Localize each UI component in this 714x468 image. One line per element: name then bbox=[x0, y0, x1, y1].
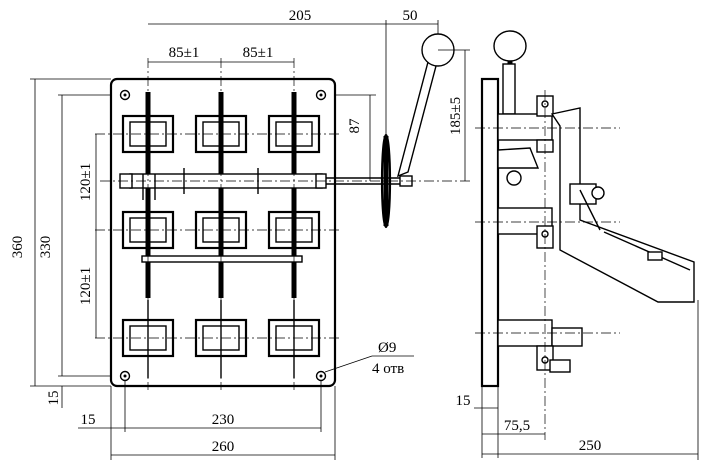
base-plate bbox=[109, 77, 337, 388]
dim-mount-height: 330 bbox=[38, 236, 54, 259]
dim-bottom-margin: 15 bbox=[46, 391, 62, 406]
front-view: 360 330 120±1 120±1 15 85±1 85±1 205 50 … bbox=[10, 8, 470, 460]
hole-diameter-label: Ø9 bbox=[378, 340, 396, 356]
dim-handle-reach: 205 bbox=[289, 8, 312, 24]
dim-base-offset: 15 bbox=[456, 393, 471, 409]
hole-count-label: 4 отв bbox=[372, 361, 404, 377]
side-handle-knob bbox=[493, 30, 527, 62]
dim-handle-travel: 185±5 bbox=[448, 97, 464, 135]
dim-depth-to-contact: 75,5 bbox=[504, 418, 530, 434]
dim-left-margin: 15 bbox=[81, 412, 96, 428]
dim-overall-height: 360 bbox=[10, 236, 26, 259]
dim-overall-depth: 250 bbox=[579, 438, 602, 454]
dim-pole-spacing-right: 85±1 bbox=[243, 45, 274, 61]
dim-row-spacing-lower: 120±1 bbox=[78, 267, 94, 305]
dim-pole-spacing-left: 85±1 bbox=[169, 45, 200, 61]
dim-handle-width: 50 bbox=[403, 8, 418, 24]
dim-handle-offset: 87 bbox=[347, 118, 363, 134]
side-base-plate bbox=[480, 77, 500, 388]
side-view: 15 75,5 250 bbox=[456, 30, 699, 460]
dim-overall-width: 260 bbox=[212, 439, 235, 455]
dim-row-spacing-upper: 120±1 bbox=[78, 163, 94, 201]
dim-mount-width: 230 bbox=[212, 412, 235, 428]
handle bbox=[380, 33, 455, 229]
centerlines bbox=[95, 58, 470, 390]
dimension-lines bbox=[30, 20, 470, 460]
